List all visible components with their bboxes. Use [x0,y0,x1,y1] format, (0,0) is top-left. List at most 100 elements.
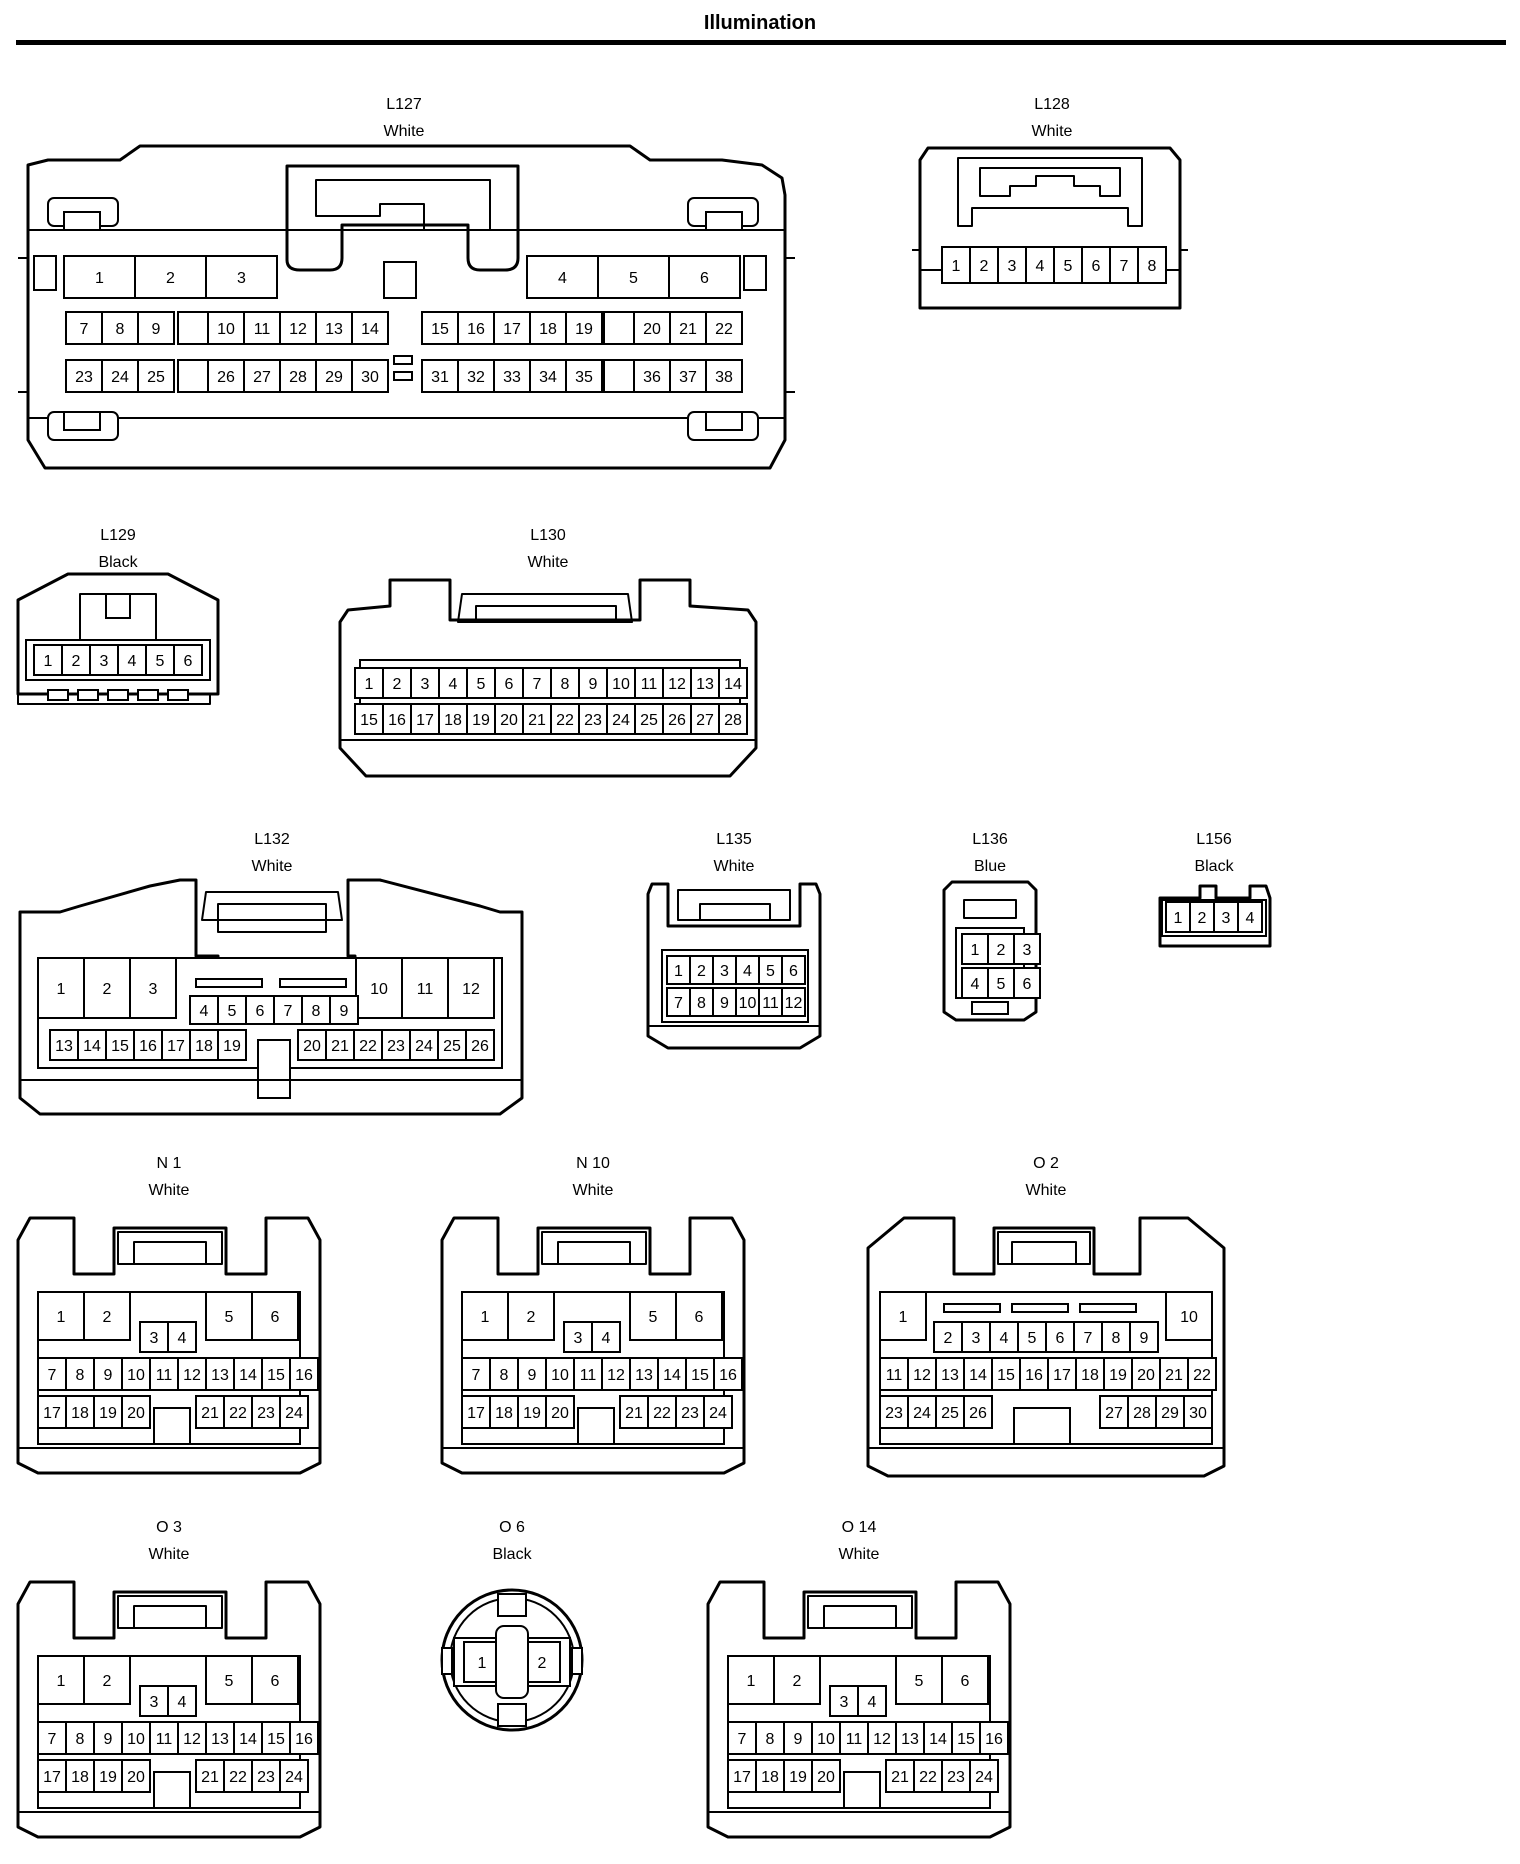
pin-cell [1187,1357,1217,1391]
pin-number: 4 [449,676,458,693]
pin-number: 8 [76,1731,85,1748]
pin-cell [522,667,552,699]
pin-cell [857,1685,887,1717]
lock-tab-notch [705,411,743,431]
pin-number: 2 [538,1655,547,1672]
pin-number: 32 [467,369,485,386]
pin-cell [783,1721,813,1755]
pin-number: 2 [103,1309,112,1326]
pin-cell [421,359,459,393]
pin-number: 3 [1023,942,1032,959]
pin-number: 18 [1081,1367,1099,1384]
pin-number: 15 [431,321,449,338]
pin-cell [705,359,743,393]
pin-number: 4 [868,1694,877,1711]
pin-number: 16 [295,1367,313,1384]
lock-tab-notch [705,211,743,231]
pin-cell [773,1655,821,1705]
pin-number: 7 [472,1367,481,1384]
pin-number: 22 [919,1769,937,1786]
pin-cell [545,1357,575,1391]
connector-id: L132 [254,831,290,848]
pin-number: 24 [285,1405,303,1422]
pin-cell [657,1357,687,1391]
pin-number: 3 [150,1330,159,1347]
connector-color: Black [1194,858,1234,875]
latch-frame [957,157,1143,227]
pin-cell [718,667,748,699]
connector-id: L128 [1034,96,1070,113]
pin-number: 26 [668,712,686,729]
pin-cell [65,1395,95,1429]
pin-cell [289,1721,319,1755]
latch-tab [979,167,1121,197]
pin-number: 38 [715,369,733,386]
pin-cell [145,644,175,676]
pin-number: 13 [696,676,714,693]
pin-number: 23 [584,712,602,729]
key-slot [279,978,347,988]
pin-cell [565,311,603,345]
pin-number: 7 [533,676,542,693]
pin-number: 23 [681,1405,699,1422]
pin-cell [297,1029,327,1061]
pin-cell [251,1291,299,1341]
connector-id: O 6 [499,1519,525,1536]
pin-cell [1131,1357,1161,1391]
pin-number: 14 [969,1367,987,1384]
pin-number: 12 [289,321,307,338]
pin-number: 11 [417,981,434,998]
pin-number: 3 [840,1694,849,1711]
pin-number: 7 [284,1003,293,1020]
pin-number: 7 [80,321,89,338]
housing-base [17,694,211,705]
pin-cell [811,1759,841,1793]
pin-number: 6 [1023,976,1032,993]
pin-number: 9 [104,1367,113,1384]
connector-id: L136 [972,831,1008,848]
pin-cell [961,933,989,965]
pin-cell [261,1721,291,1755]
pin-cell [121,1395,151,1429]
pin-number: 11 [254,321,271,338]
key-slot [1079,1303,1137,1313]
latch-tab [963,899,1017,919]
pin-cell [223,1759,253,1793]
pin-number: 1 [952,258,961,275]
pin-cell [37,1721,67,1755]
pin-number: 24 [612,712,630,729]
pin-cell [941,1655,989,1705]
pin-number: 12 [183,1367,201,1384]
pin-cell [685,1357,715,1391]
pin-cell [139,1321,169,1353]
pin-number: 13 [635,1367,653,1384]
pin-number: 5 [477,676,486,693]
side-latch [441,1647,453,1675]
pin-number: 1 [44,653,53,670]
pin-number: 5 [766,963,775,980]
pin-number: 29 [1161,1405,1179,1422]
pin-number: 14 [663,1367,681,1384]
pin-number: 25 [640,712,658,729]
pin-cell [913,1759,943,1793]
pin-number: 14 [239,1367,257,1384]
pin-number: 4 [178,1694,187,1711]
pin-cell [279,1395,309,1429]
pin-cell [578,703,608,735]
pin-cell [279,1759,309,1793]
pin-cell [1013,967,1041,999]
pin-cell [662,703,692,735]
pin-number: 20 [643,321,661,338]
latch-tab [315,179,491,231]
pin-cell [1183,1395,1213,1429]
connector-id: N 10 [576,1155,610,1172]
pin-cell [727,1655,775,1705]
pin-cell [1053,246,1083,284]
pin-number: 15 [267,1731,285,1748]
retainer-notch [497,1593,527,1617]
pin-cell [261,1357,291,1391]
pin-number: 1 [478,1655,487,1672]
pin-number: 5 [1064,258,1073,275]
pin-cell [77,1029,107,1061]
pin-cell [634,703,664,735]
